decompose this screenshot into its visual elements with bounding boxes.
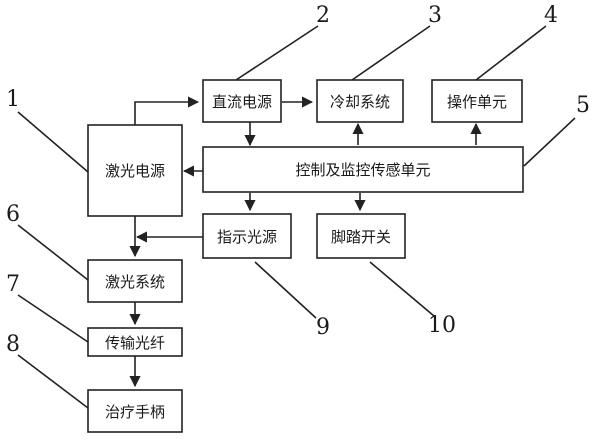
block-cooling-label: 冷却系统: [330, 93, 390, 111]
leader-6: [17, 224, 89, 281]
callout-8: 8: [6, 332, 20, 357]
leader-10: [369, 261, 435, 317]
callout-1: 1: [6, 87, 20, 112]
connectors: [129, 96, 482, 388]
block-handpiece-label: 治疗手柄: [105, 403, 165, 421]
block-handpiece: 治疗手柄: [87, 389, 183, 433]
arrow-laser-to-dc: [134, 96, 200, 125]
block-laser-system: 激光系统: [87, 259, 183, 303]
leader-4: [475, 25, 547, 81]
leader-9: [254, 261, 317, 319]
leader-8: [17, 354, 89, 409]
leader-3: [351, 25, 431, 81]
leader-1: [17, 111, 89, 173]
block-indicator-label: 指示光源: [217, 228, 277, 246]
block-laser-power: 激光电源: [87, 124, 183, 217]
callout-leaders: [17, 25, 576, 409]
block-operation-label: 操作单元: [447, 93, 507, 111]
leader-2: [235, 25, 319, 81]
block-control: 控制及监控传感单元: [202, 146, 524, 193]
callout-2: 2: [316, 3, 330, 28]
callout-9: 9: [316, 315, 330, 340]
block-foot-switch-label: 脚踏开关: [331, 228, 391, 246]
block-fiber-label: 传输光纤: [105, 334, 165, 352]
callout-3: 3: [428, 3, 442, 28]
callout-numbers: 1 2 3 4 5 6 7 8 9 10: [6, 3, 590, 357]
block-laser-power-label: 激光电源: [105, 162, 165, 180]
callout-5: 5: [576, 93, 590, 118]
callout-4: 4: [544, 3, 558, 28]
block-indicator: 指示光源: [202, 213, 292, 259]
block-operation: 操作单元: [431, 79, 523, 123]
block-control-label: 控制及监控传感单元: [295, 161, 430, 179]
block-dc-power-label: 直流电源: [212, 93, 272, 111]
block-foot-switch: 脚踏开关: [316, 213, 406, 259]
leader-7: [17, 294, 89, 343]
block-fiber: 传输光纤: [87, 327, 183, 357]
callout-7: 7: [6, 272, 20, 297]
block-dc-power: 直流电源: [202, 79, 282, 123]
callout-6: 6: [6, 202, 20, 227]
block-laser-system-label: 激光系统: [105, 273, 165, 291]
leader-5: [523, 117, 576, 167]
block-cooling: 冷却系统: [316, 79, 404, 123]
callout-10: 10: [428, 313, 456, 338]
